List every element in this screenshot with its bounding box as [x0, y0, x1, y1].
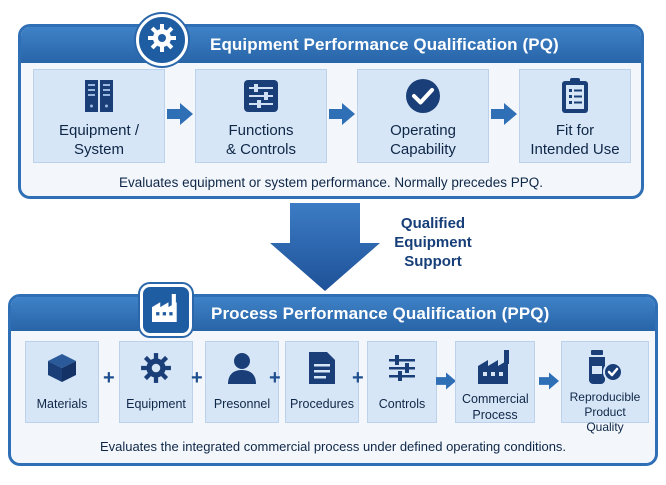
arrow-right-icon — [491, 103, 517, 130]
ppq-input-controls: Controls — [367, 341, 437, 423]
clipboard-checklist-icon — [520, 76, 630, 114]
ppq-input-label: Equipment — [126, 397, 186, 411]
gear-icon — [147, 23, 177, 58]
factory-icon — [150, 293, 182, 327]
ppq-title: Process Performance Qualification (PPQ) — [211, 304, 550, 323]
connector-label-line: Equipment — [394, 233, 472, 251]
document-icon — [286, 352, 358, 384]
pq-step-label: Fit for Intended Use — [530, 122, 620, 158]
ppq-header: Process Performance Qualification (PPQ) — [11, 297, 655, 331]
connector-label: Qualified Equipment Support — [378, 215, 488, 271]
pq-badge — [136, 14, 188, 66]
plus-sign: + — [191, 367, 203, 389]
ppq-input-label: Procedures — [290, 397, 354, 411]
pq-step-label: Functions & Controls — [225, 122, 297, 158]
ppq-output-label: Commercial Process — [462, 392, 529, 422]
plus-sign: + — [269, 367, 281, 389]
pq-step-fit-for-intended-use: Fit for Intended Use — [519, 69, 631, 163]
pq-description: Evaluates equipment or system performanc… — [119, 175, 543, 190]
arrow-right-icon — [436, 371, 456, 396]
ppq-input-procedures: Procedures — [285, 341, 359, 423]
sliders-icon — [368, 354, 436, 382]
ppq-input-label: Materials — [36, 397, 88, 411]
pq-step-label: Operating Capability — [390, 122, 456, 158]
big-down-arrow-icon — [270, 203, 380, 296]
ppq-input-personnel: Presonnel — [205, 341, 279, 423]
pq-step-operating-capability: Operating Capability — [357, 69, 489, 163]
ppq-description: Evaluates the integrated commercial proc… — [99, 439, 567, 454]
pq-step-label: Equipment / System — [58, 122, 140, 158]
ppq-input-label: Controls — [378, 397, 426, 411]
ppq-badge — [140, 284, 192, 336]
plus-sign: + — [103, 367, 115, 389]
plus-sign: + — [352, 367, 364, 389]
checkmark-circle-icon — [358, 78, 488, 114]
pq-header: Equipment Performance Qualification (PQ) — [21, 27, 641, 63]
arrow-right-icon — [167, 103, 193, 130]
ppq-input-equipment: Equipment — [119, 341, 193, 423]
pq-title: Equipment Performance Qualification (PQ) — [210, 35, 559, 54]
ppq-output-commercial-process: Commercial Process — [455, 341, 535, 423]
ppq-input-materials: Materials — [25, 341, 99, 423]
box-icon — [26, 352, 98, 384]
pq-step-equipment-system: Equipment / System — [33, 69, 165, 163]
connector-label-line: Support — [404, 252, 462, 270]
gear-icon — [120, 352, 192, 384]
pq-panel: Equipment Performance Qualification (PQ)… — [18, 24, 644, 199]
arrow-right-icon — [539, 371, 559, 396]
factory-icon — [456, 350, 534, 384]
ppq-output-reproducible-quality: Reproducible Product Quality — [561, 341, 649, 434]
sliders-icon — [196, 80, 326, 112]
pq-step-functions-controls: Functions & Controls — [195, 69, 327, 163]
person-icon — [206, 352, 278, 384]
vial-check-icon — [562, 350, 648, 384]
ppq-input-label: Presonnel — [213, 397, 271, 411]
arrow-right-icon — [329, 103, 355, 130]
ppq-panel: Process Performance Qualification (PPQ) … — [8, 294, 658, 466]
connector-label-line: Qualified — [400, 215, 466, 232]
ppq-output-label: Reproducible Product Quality — [569, 390, 641, 434]
server-rack-icon — [34, 78, 164, 114]
